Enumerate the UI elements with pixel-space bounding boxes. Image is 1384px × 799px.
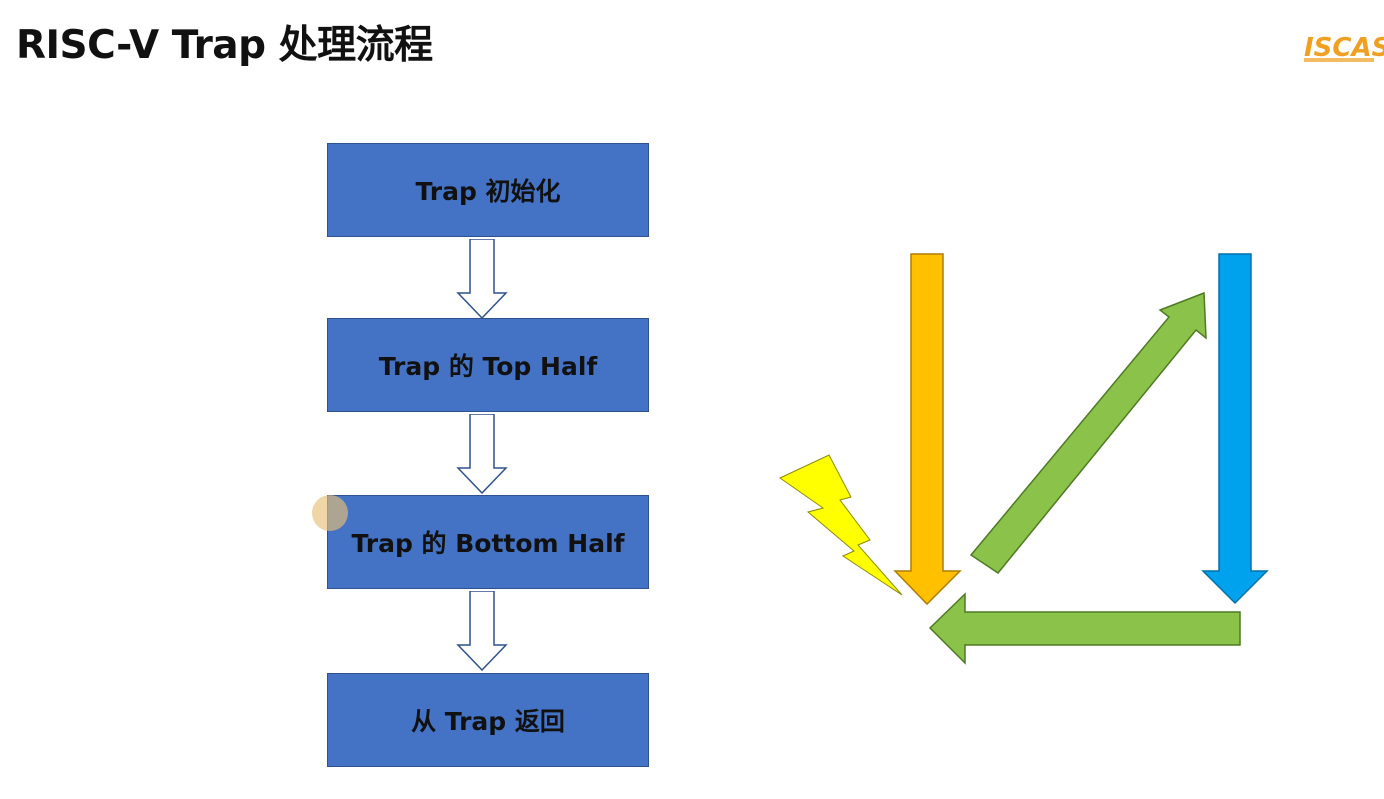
down-arrow-icon: [456, 591, 508, 671]
green-left-arrow-icon: [928, 592, 1241, 665]
iscas-logo: ISCAS: [1304, 33, 1384, 63]
step-bottom-half-box: Trap 的 Bottom Half: [327, 495, 649, 589]
trap-cycle-diagram: [779, 253, 1269, 665]
orange-down-arrow-icon: [893, 253, 962, 606]
lightning-bolt-icon: [779, 454, 903, 596]
cursor-highlight: [312, 495, 348, 531]
step-top-half-box: Trap 的 Top Half: [327, 318, 649, 412]
down-arrow-icon: [456, 414, 508, 494]
down-arrow-icon: [456, 239, 508, 319]
blue-down-arrow-icon: [1201, 253, 1269, 605]
step-trap-init-box: Trap 初始化: [327, 143, 649, 237]
green-diagonal-arrow-icon: [969, 291, 1207, 575]
step-return-box: 从 Trap 返回: [327, 673, 649, 767]
slide-title: RISC-V Trap 处理流程: [16, 23, 433, 68]
